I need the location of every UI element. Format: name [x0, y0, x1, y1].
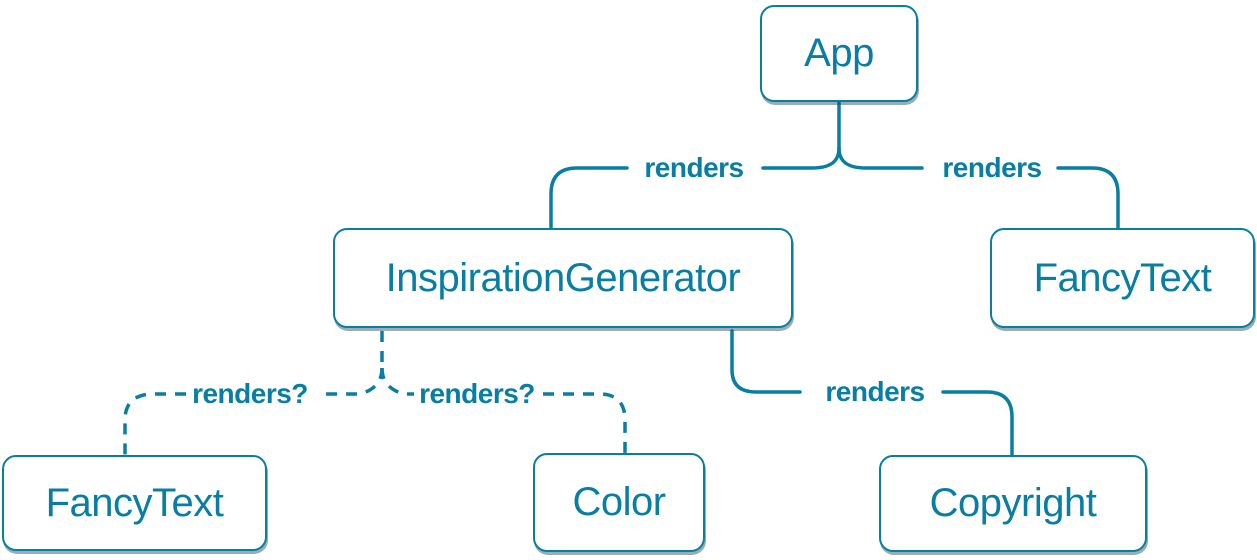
node-fancy-text-top-label: FancyText — [1033, 255, 1212, 300]
edge-inspirationgenerator-to-fancytext-b — [123, 392, 186, 456]
node-app: App — [760, 5, 918, 102]
node-copyright: Copyright — [879, 455, 1147, 552]
node-fancy-text-bottom-label: FancyText — [45, 480, 224, 525]
node-fancy-text-bottom: FancyText — [2, 455, 267, 551]
edge-app-to-fancytext-a — [837, 146, 924, 170]
edge-inspirationgenerator-to-copyright-a — [730, 329, 802, 394]
edge-inspirationgenerator-to-copyright-b — [941, 390, 1014, 458]
node-inspiration-generator-label: InspirationGenerator — [385, 255, 741, 300]
node-app-label: App — [804, 31, 874, 75]
edge-app-to-inspirationgenerator-a — [761, 146, 841, 170]
node-color: Color — [533, 453, 705, 552]
edge-label-renders-fancytext: renders — [942, 152, 1042, 183]
edge-inspirationgenerator-to-color-a — [380, 367, 414, 396]
edge-app-to-fancytext-b — [1056, 166, 1120, 231]
edge-label-renders-maybe-fancytext: renders? — [192, 378, 308, 409]
edge-label-renders-copyright: renders — [825, 376, 925, 407]
edge-inspirationgenerator-to-color-b — [543, 392, 627, 454]
node-color-label: Color — [572, 480, 666, 524]
node-fancy-text-top: FancyText — [990, 228, 1255, 328]
edge-label-renders-maybe-color: renders? — [419, 378, 535, 409]
edge-label-renders-inspirationgenerator: renders — [644, 152, 744, 183]
node-copyright-label: Copyright — [929, 481, 1097, 525]
edge-app-to-inspirationgenerator-b — [549, 166, 629, 231]
edge-inspirationgenerator-to-fancytext-a — [318, 367, 384, 396]
node-inspiration-generator: InspirationGenerator — [333, 228, 793, 328]
